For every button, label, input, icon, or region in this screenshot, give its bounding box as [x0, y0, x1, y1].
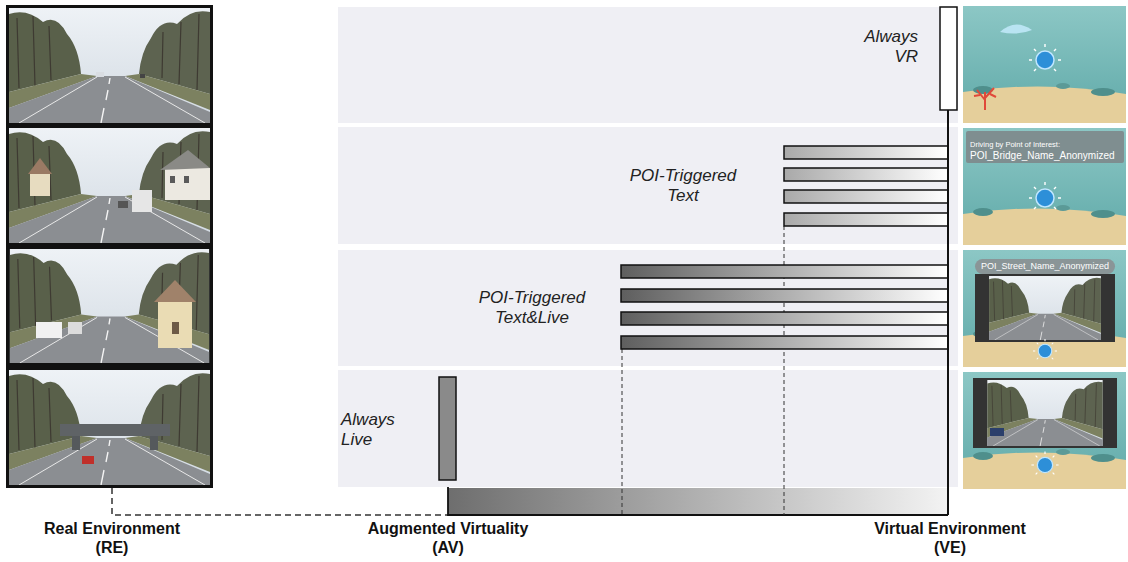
bridge [60, 424, 170, 436]
road-photo [9, 370, 210, 485]
condition-bar [784, 213, 948, 226]
condition-bar [784, 190, 948, 203]
poi-overlay-text: POI_Bridge_Name_Anonymized [970, 150, 1115, 162]
building [165, 168, 210, 200]
condition-bar [621, 336, 948, 349]
condition-label: Always Live [341, 410, 429, 451]
live-video [987, 380, 1102, 446]
vr-screenshot [963, 372, 1126, 489]
road-photo [9, 370, 210, 485]
condition-label: POI-Triggered Text [613, 166, 754, 207]
photo-frame [6, 5, 213, 488]
live-video-frame [975, 274, 1115, 342]
car [96, 72, 104, 77]
truck [36, 322, 62, 338]
condition-label: POI-Triggered Text&Live [440, 288, 624, 329]
poi-overlay-text: Driving by Point of Interest: [970, 140, 1060, 149]
condition-bar [621, 289, 948, 302]
car [990, 428, 1004, 436]
axis-label: Virtual Environment (VE) [857, 519, 1044, 557]
roof [160, 150, 210, 170]
road-photo [10, 249, 209, 363]
live-video [989, 276, 1101, 340]
condition-bar [784, 146, 948, 159]
condition-bars [439, 146, 948, 480]
poi-overlay-text: POI_Street_Name_Anonymized [975, 259, 1115, 274]
vr-screenshot [963, 128, 1126, 245]
continuum-bar [448, 488, 948, 515]
axis-label: Augmented Virtuality (AV) [351, 519, 546, 557]
road-photo [9, 8, 210, 123]
poi-text-box [966, 131, 1124, 163]
condition-bar [784, 168, 948, 181]
vr-screenshot [963, 250, 1126, 367]
road-photo [10, 249, 209, 363]
live-video-frame [973, 378, 1117, 448]
chapel [30, 172, 50, 196]
bubble-icon [1031, 451, 1058, 474]
vr-screenshot [963, 128, 1126, 245]
window [184, 176, 189, 183]
condition-bar [439, 377, 456, 480]
condition-bar [940, 7, 957, 110]
bubble-icon [1029, 44, 1061, 71]
roof [28, 158, 52, 174]
roof [154, 280, 196, 302]
dashed-marker [622, 349, 623, 515]
road-photo [9, 128, 210, 243]
condition-bar [621, 312, 948, 325]
window [170, 176, 175, 183]
condition-band: Always Live [338, 370, 958, 487]
chapel [158, 300, 192, 348]
vr-screenshot [963, 6, 1126, 123]
condition-bar [621, 265, 948, 278]
truck [68, 322, 82, 334]
car [118, 201, 128, 208]
bridge-pier [150, 436, 158, 450]
vr-screenshot [963, 372, 1126, 489]
bridge-pier [72, 436, 80, 450]
coral [974, 88, 996, 110]
dolphin [1000, 24, 1032, 33]
truck [132, 190, 152, 212]
bubble-icon [1033, 339, 1057, 359]
bubble-icon [1029, 182, 1061, 209]
road-photo [9, 128, 210, 243]
car [82, 456, 94, 464]
axis-line [448, 487, 948, 515]
dashed-leader [112, 488, 448, 515]
condition-band: Always VR [338, 7, 958, 123]
car [140, 74, 145, 78]
axis-label: Real Environment (RE) [26, 519, 198, 557]
road-photo [9, 8, 210, 123]
vr-screenshot [963, 6, 1126, 123]
vr-screenshot [963, 250, 1126, 367]
condition-label: Always VR [837, 27, 918, 68]
door [172, 322, 179, 334]
